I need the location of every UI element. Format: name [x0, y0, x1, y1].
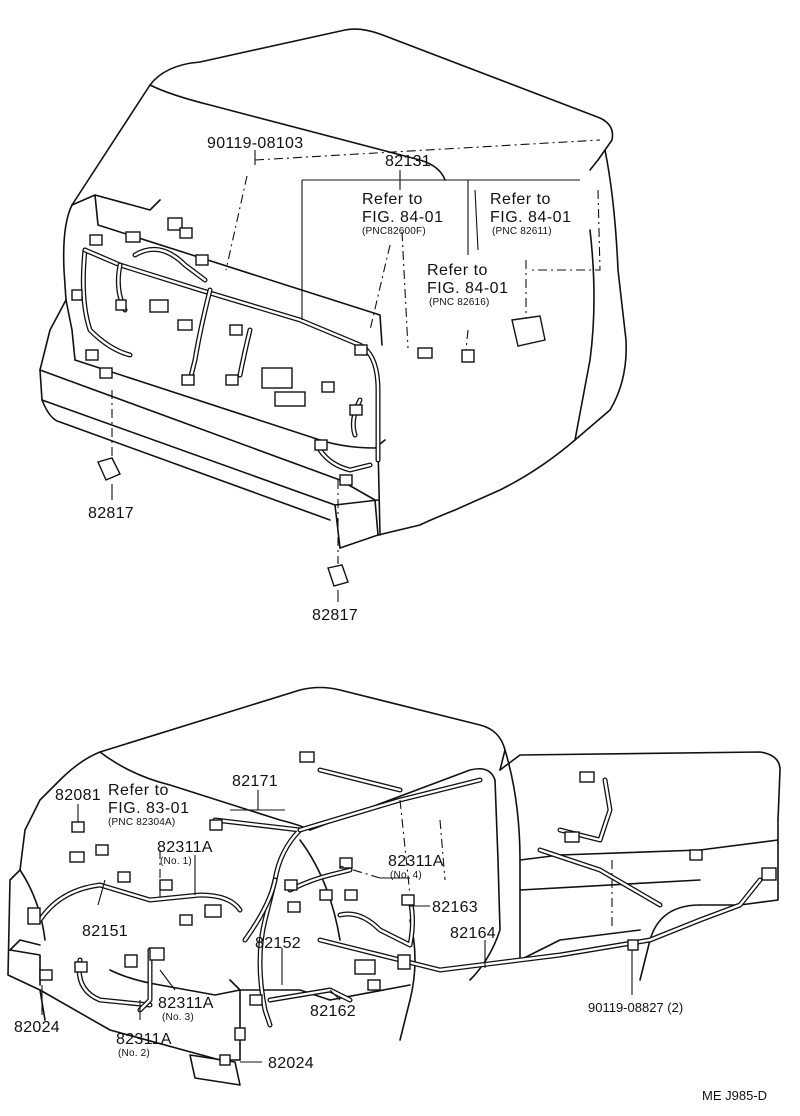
label-part-82151: 82151 — [82, 923, 128, 940]
label-ref-d-title: Refer to — [108, 782, 169, 799]
label-part-82311a-no1-num: (No. 1) — [160, 856, 192, 867]
label-ref-a-fig: FIG. 84-01 — [362, 209, 443, 226]
label-bolt-90119-08827: 90119-08827 (2) — [588, 1000, 683, 1015]
label-grommet-82817-right: 82817 — [312, 607, 358, 624]
label-ref-a-pnc: (PNC82600F) — [362, 226, 426, 237]
top-cab-body — [39, 28, 627, 549]
label-part-82081: 82081 — [55, 787, 101, 804]
label-ref-c-pnc: (PNC 82616) — [429, 297, 490, 308]
label-part-82171: 82171 — [232, 773, 278, 790]
label-ref-b-pnc: (PNC 82611) — [492, 226, 552, 237]
bottom-leaders — [41, 790, 633, 1063]
label-part-82311a-no2: 82311A — [116, 1031, 172, 1048]
label-ref-c-fig: FIG. 84-01 — [427, 280, 508, 297]
label-part-82152: 82152 — [255, 935, 301, 952]
label-ref-b-fig: FIG. 84-01 — [490, 209, 571, 226]
label-part-82164: 82164 — [450, 925, 496, 942]
top-connectors — [71, 217, 546, 587]
label-part-82131: 82131 — [385, 153, 431, 170]
bottom-vehicle-body — [7, 686, 781, 1086]
label-grommet-82817-left: 82817 — [88, 505, 134, 522]
label-part-82024-bottom: 82024 — [268, 1055, 314, 1072]
label-part-82311a-no4: 82311A — [388, 853, 444, 870]
bottom-connectors — [27, 751, 777, 1066]
top-wiring-harness — [80, 246, 381, 473]
diagram-code: ME J985-D — [702, 1088, 767, 1103]
label-ref-c-title: Refer to — [427, 262, 488, 279]
label-part-82163: 82163 — [432, 899, 478, 916]
label-bolt-90119-08103: 90119-08103 — [207, 135, 303, 152]
top-leaders — [111, 139, 601, 602]
label-part-82024-left: 82024 — [14, 1019, 60, 1036]
label-part-82311a-no2-num: (No. 2) — [118, 1048, 150, 1059]
label-part-82311a-no1: 82311A — [157, 839, 213, 856]
label-part-82162: 82162 — [310, 1003, 356, 1020]
label-part-82311a-no3-num: (No. 3) — [162, 1012, 194, 1023]
label-ref-b-title: Refer to — [490, 191, 551, 208]
label-part-82311a-no3: 82311A — [158, 995, 214, 1012]
label-ref-d-pnc: (PNC 82304A) — [108, 817, 175, 828]
label-ref-d-fig: FIG. 83-01 — [108, 800, 189, 817]
label-part-82311a-no4-num: (No. 4) — [390, 870, 422, 881]
label-ref-a-title: Refer to — [362, 191, 423, 208]
